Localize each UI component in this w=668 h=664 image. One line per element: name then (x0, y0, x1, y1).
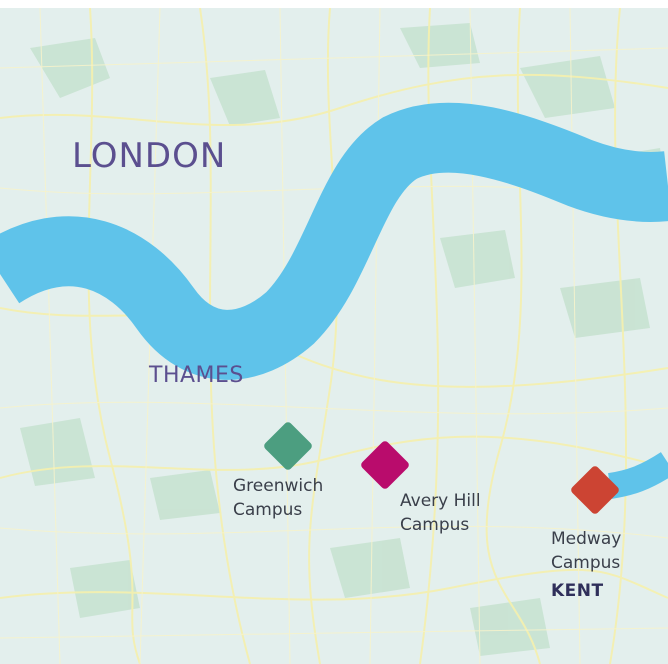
parks (20, 23, 668, 656)
greenwich-campus-label-line2: Campus (233, 500, 303, 520)
medway-campus-label-line1: Medway (551, 529, 622, 549)
avery-hill-campus-label[interactable]: Avery Hill Campus (400, 489, 481, 537)
campus-map[interactable]: LONDON THAMES KENT Greenwich Campus Aver… (0, 8, 668, 664)
greenwich-campus-label[interactable]: Greenwich Campus (233, 474, 323, 522)
avery-hill-campus-label-line2: Campus (400, 515, 470, 535)
river-thames-shape (0, 102, 668, 380)
map-base (0, 8, 668, 664)
river-label-thames: THAMES (149, 363, 244, 388)
greenwich-campus-label-line1: Greenwich (233, 476, 324, 496)
river-medway-shape (607, 452, 668, 499)
region-label-london: LONDON (72, 136, 227, 176)
medway-campus-label[interactable]: Medway Campus (551, 527, 621, 575)
region-label-kent: KENT (551, 581, 604, 601)
medway-campus-label-line2: Campus (551, 553, 621, 573)
avery-hill-campus-label-line1: Avery Hill (400, 491, 481, 511)
